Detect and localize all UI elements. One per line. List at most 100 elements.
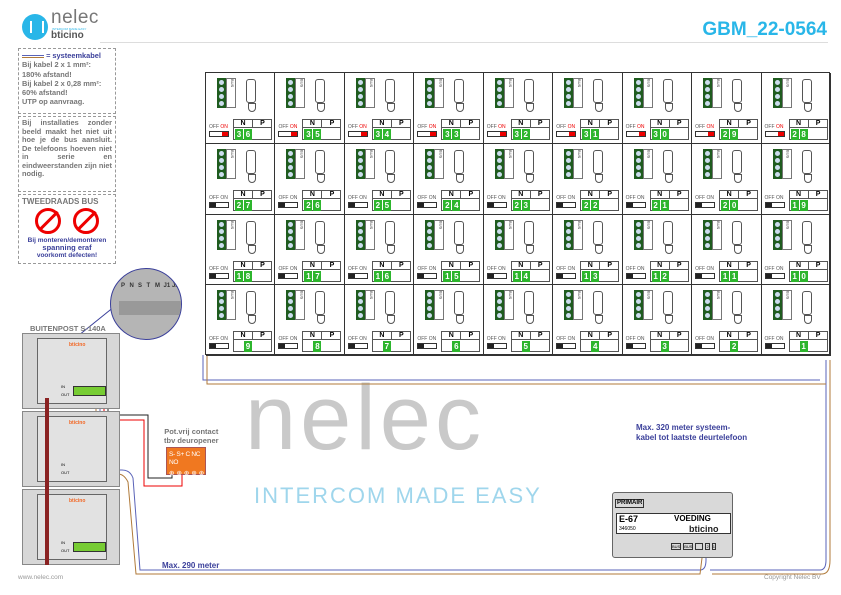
handset-icon (732, 291, 743, 325)
ribbon-cable (45, 398, 49, 490)
termination-switch[interactable] (486, 343, 507, 350)
switch-label: OFF ON (417, 265, 437, 272)
address-digit: 3 (521, 199, 530, 211)
termination-switch[interactable] (486, 201, 507, 208)
termination-switch[interactable] (556, 272, 577, 279)
termination-switch[interactable] (278, 201, 299, 208)
bus-label: BUS (226, 219, 236, 250)
bus-label: BUS (364, 148, 375, 179)
address-digit: 3 (452, 129, 461, 140)
switch-label: OFF ON (556, 124, 576, 130)
termination-switch[interactable] (695, 131, 716, 137)
warning-text: voorkomt defecten! (36, 252, 98, 259)
termination-switch[interactable] (347, 343, 368, 350)
switch-label: OFF ON (556, 265, 576, 272)
document-code: GBM_22-0564 (702, 19, 827, 40)
termination-switch[interactable] (764, 272, 785, 279)
bus-terminal (286, 148, 296, 179)
address-digit (235, 341, 243, 352)
address-digit (443, 341, 451, 352)
termination-switch[interactable] (209, 201, 229, 208)
termination-switch[interactable] (764, 201, 785, 208)
termination-switch[interactable] (625, 343, 646, 350)
termination-switch[interactable] (417, 343, 438, 350)
footer-copyright: Copyright Nelec BV (764, 574, 821, 581)
termination-switch[interactable] (417, 201, 438, 208)
handset-icon (315, 291, 326, 325)
address-digit: 2 (521, 129, 530, 140)
termination-switch[interactable] (347, 131, 368, 137)
termination-switch[interactable] (209, 272, 229, 279)
switch-label: OFF ON (625, 194, 645, 201)
termination-switch[interactable] (417, 131, 438, 137)
handset-icon (454, 79, 465, 112)
termination-switch[interactable] (695, 201, 716, 208)
grid-wire-blue (202, 355, 820, 381)
termination-switch[interactable] (209, 131, 229, 137)
bus-label: BUS (712, 148, 723, 179)
termination-switch[interactable] (347, 272, 368, 279)
address-digit: 7 (244, 199, 252, 211)
termination-switch[interactable] (278, 272, 299, 279)
termination-switch[interactable] (625, 131, 646, 137)
switch-label: OFF ON (764, 124, 784, 130)
address-digit: 9 (799, 199, 808, 211)
cable-legend: = systeemkabel (22, 51, 112, 60)
bus-terminal (217, 78, 226, 108)
termination-switch[interactable] (695, 272, 716, 279)
termination-switch[interactable] (625, 272, 646, 279)
outdoor-panel-title: BUITENPOST S-140A (30, 324, 106, 333)
address-digit: 4 (382, 129, 391, 140)
termination-switch[interactable] (417, 272, 438, 279)
termination-switch[interactable] (278, 131, 299, 137)
switch-label: OFF ON (209, 124, 228, 130)
termination-switch[interactable] (278, 343, 299, 350)
termination-switch[interactable] (625, 201, 646, 208)
bus-label: BUS (781, 148, 792, 179)
handset-icon (662, 149, 673, 183)
handset-icon (593, 220, 604, 254)
handset-icon (315, 79, 326, 112)
handset-icon (593, 149, 604, 183)
termination-switch[interactable] (764, 343, 785, 350)
address-digit: 1 (651, 270, 660, 282)
handset-icon (384, 149, 395, 183)
bus-label: BUS (712, 219, 723, 250)
bus-terminal (425, 78, 435, 108)
cable-line: Bij kabel 2 x 1 mm²: (22, 60, 92, 70)
terminal-block (73, 386, 106, 396)
termination-switch[interactable] (209, 343, 229, 350)
termination-switch[interactable] (764, 131, 785, 137)
termination-switch[interactable] (347, 201, 368, 208)
logo-partner: bticino (51, 30, 84, 41)
termination-switch[interactable] (556, 131, 577, 137)
termination-switch[interactable] (486, 131, 507, 137)
no-plug-icon (35, 208, 61, 234)
address-digit (652, 341, 660, 352)
address-digit: 6 (244, 129, 252, 140)
termination-switch[interactable] (556, 201, 577, 208)
max-320-label: Max. 320 meter systeem-kabel tot laatste… (636, 423, 748, 442)
bus-terminal (425, 219, 435, 250)
termination-switch[interactable] (556, 343, 577, 350)
termination-switch[interactable] (486, 272, 507, 279)
bus-terminal (355, 219, 365, 250)
door-relay-contact: S- S+ C NC NO⊕⊕⊕⊕⊕ (166, 447, 206, 477)
termination-switch[interactable] (695, 343, 716, 350)
psu-primary-label: PRIMAIR (615, 499, 645, 508)
